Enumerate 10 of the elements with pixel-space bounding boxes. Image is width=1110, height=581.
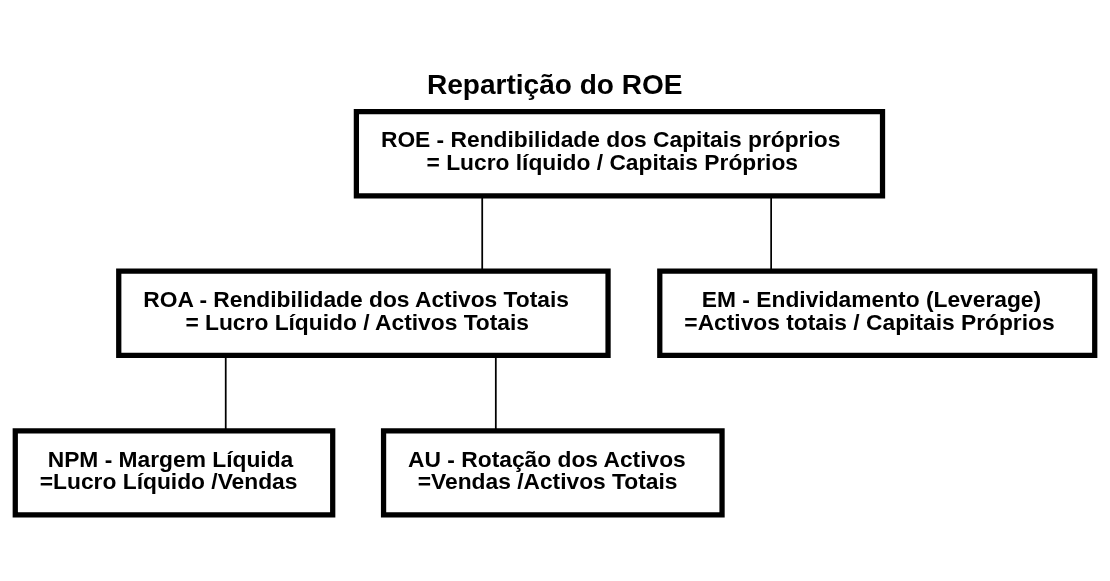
node-box: ROA - Rendibilidade dos Activos Totais = Lucro Líquido / Activos Totais [116, 268, 611, 358]
node-box: EM - Endividamento (Leverage) =Activos totais / Capitais Próprios [657, 268, 1098, 358]
node-box: ROE - Rendibilidade dos Capitais próprios = Lucro líquido / Capitais Próprios [353, 109, 886, 199]
node-box: AU - Rotação dos Activos =Vendas /Activos Totais [380, 428, 725, 518]
diagram-title: Repartição do ROE [426, 68, 683, 100]
node-box: NPM - Margem Líquida =Lucro Líquido /Vendas [12, 428, 336, 518]
connector [481, 195, 484, 272]
connector [494, 355, 497, 432]
connector [224, 355, 227, 432]
connector [770, 195, 773, 272]
